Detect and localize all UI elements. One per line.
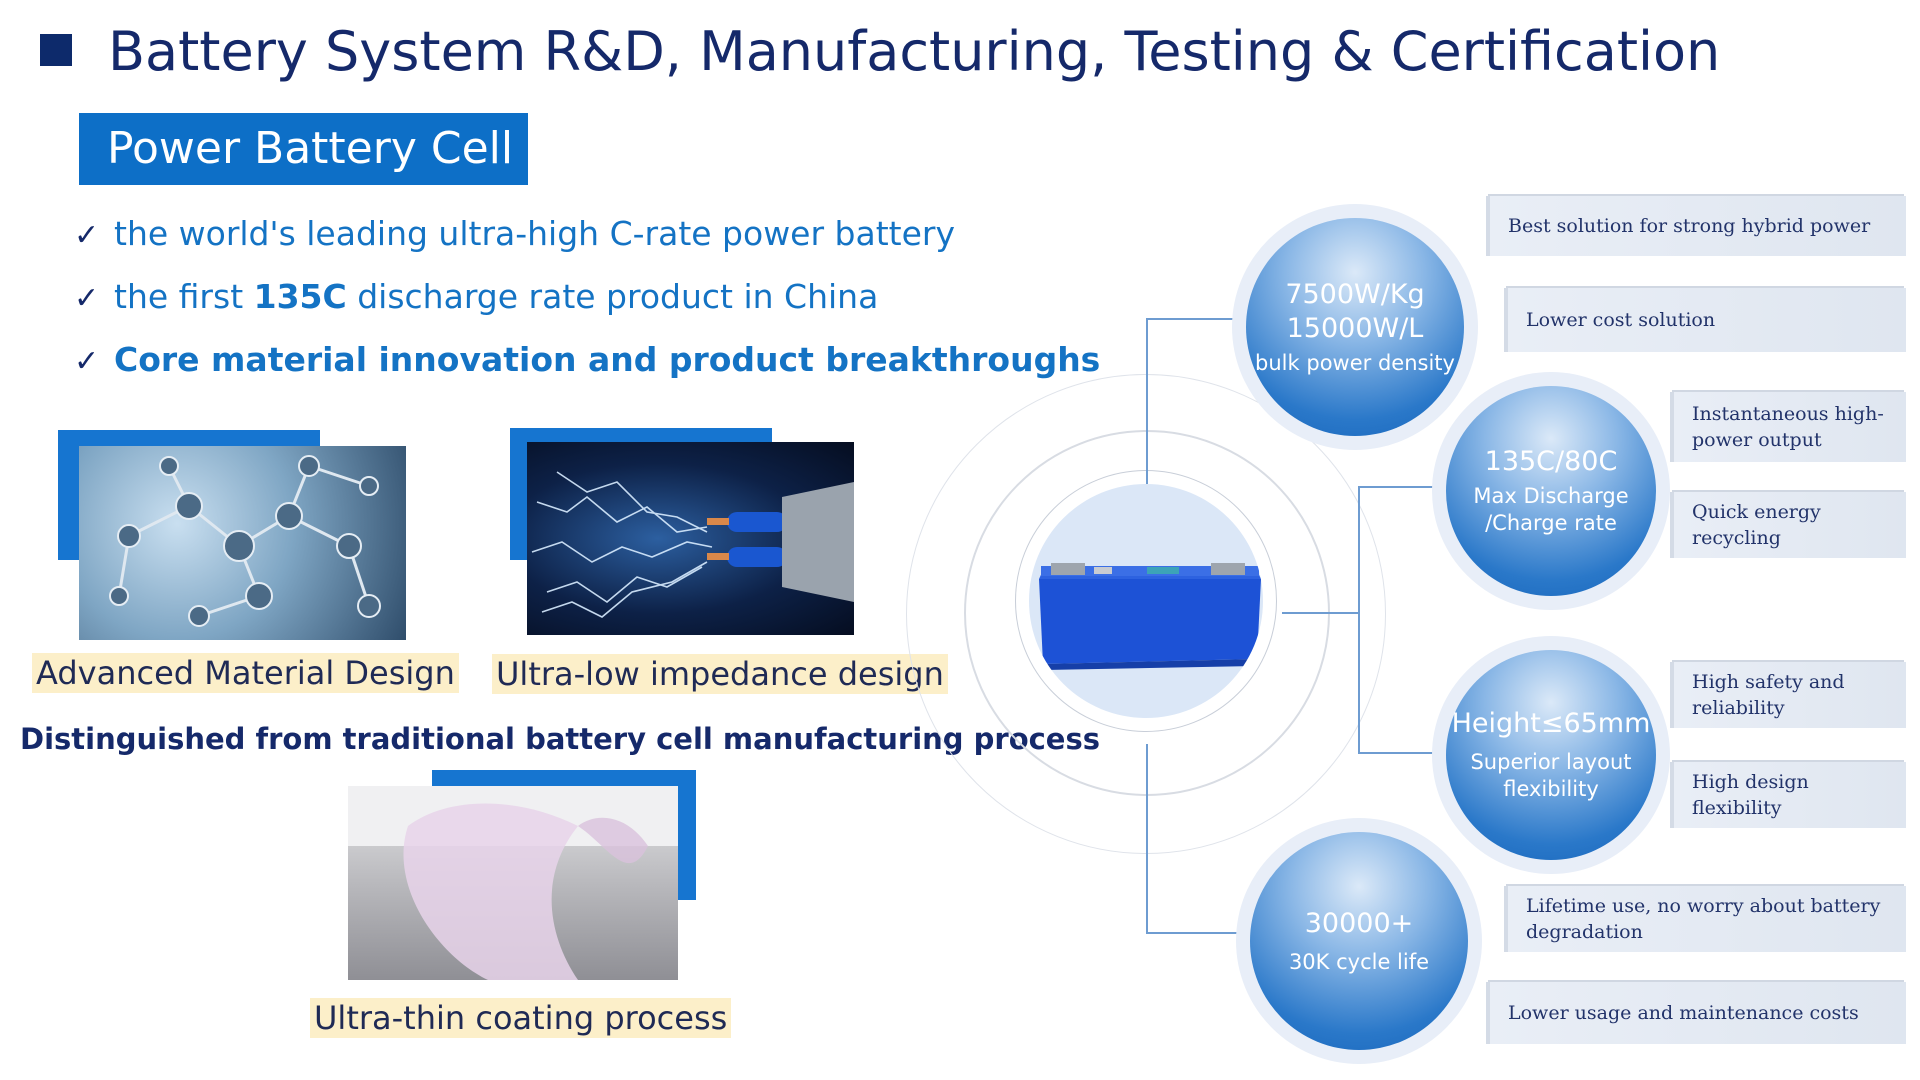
check-icon: ✓ (74, 218, 100, 253)
bullet-first-135c: ✓ the first 135C discharge rate product i… (74, 277, 878, 316)
cable-electricity-image (527, 442, 854, 635)
battery-cell-icon (1039, 563, 1261, 670)
height-value: Height≤65mm (1451, 708, 1651, 739)
bullet-text: the world's leading ultra-high C-rate po… (114, 214, 955, 253)
connector-line (1146, 932, 1246, 934)
ultra-thin-coating-image-card (348, 770, 696, 980)
bubble-power-density-inner: 7500W/Kg 15000W/L bulk power density (1246, 218, 1464, 436)
battery-cell-circle (1029, 484, 1263, 718)
feature-hybrid-power: Best solution for strong hybrid power (1486, 196, 1906, 256)
coating-graphic (348, 786, 678, 980)
feature-lifetime-use: Lifetime use, no worry about battery deg… (1504, 886, 1906, 952)
connector-line (1146, 318, 1242, 320)
advanced-material-image-card (58, 430, 408, 640)
bubble-cycle-life-inner: 30000+ 30K cycle life (1250, 832, 1468, 1050)
bullet-text-post: discharge rate product in China (346, 277, 879, 316)
caption-ultra-thin-coating: Ultra-thin coating process (310, 998, 732, 1038)
check-icon: ✓ (74, 281, 100, 316)
connector-line (1358, 486, 1360, 754)
power-density-weight: 7500W/Kg (1285, 278, 1425, 310)
ultra-low-impedance-image-card (510, 428, 855, 638)
molecule-structure-image (79, 446, 406, 640)
power-density-label: bulk power density (1255, 350, 1455, 375)
discharge-rate-value: 135C/80C (1484, 446, 1618, 477)
bubble-cycle-life: 30000+ 30K cycle life (1236, 818, 1482, 1064)
bullet-text: Core material innovation and product bre… (114, 340, 1101, 379)
connector-line (1358, 486, 1438, 488)
connector-line (1282, 612, 1358, 614)
feature-instantaneous-power: Instantaneous high-power output (1670, 392, 1906, 462)
feature-lower-maintenance: Lower usage and maintenance costs (1486, 982, 1906, 1044)
title-square-marker (40, 34, 72, 66)
feature-safety-reliability: High safety and reliability (1670, 662, 1906, 728)
connector-line (1146, 318, 1148, 484)
distinguished-heading: Distinguished from traditional battery c… (20, 722, 1100, 756)
feature-design-flexibility: High design flexibility (1670, 762, 1906, 828)
cycle-life-label: 30K cycle life (1288, 949, 1430, 974)
bubble-height: Height≤65mm Superior layout flexibility (1432, 636, 1670, 874)
connector-line (1146, 744, 1148, 934)
bullet-text-bold: 135C (253, 277, 347, 316)
bubble-power-density: 7500W/Kg 15000W/L bulk power density (1232, 204, 1478, 450)
feature-energy-recycling: Quick energy recycling (1670, 492, 1906, 558)
bullet-leading-c-rate: ✓ the world's leading ultra-high C-rate p… (74, 214, 955, 253)
discharge-rate-label-2: /Charge rate (1485, 511, 1617, 535)
electricity-graphic (531, 471, 854, 618)
connector-line (1358, 752, 1438, 754)
bubble-discharge-rate: 135C/80C Max Discharge /Charge rate (1432, 372, 1670, 610)
cycle-life-value: 30000+ (1304, 907, 1414, 939)
bullet-text-pre: the first (114, 277, 254, 316)
section-tab-label: Power Battery Cell (107, 123, 514, 174)
caption-ultra-low-impedance: Ultra-low impedance design (492, 654, 948, 694)
bullet-core-material: ✓ Core material innovation and product br… (74, 340, 1100, 379)
caption-advanced-material: Advanced Material Design (32, 653, 459, 693)
power-density-volume: 15000W/L (1286, 312, 1424, 344)
bubble-discharge-rate-inner: 135C/80C Max Discharge /Charge rate (1446, 386, 1656, 596)
molecule-graphic (109, 455, 381, 627)
check-icon: ✓ (74, 344, 100, 379)
feature-lower-cost: Lower cost solution (1504, 288, 1906, 352)
height-label-2: flexibility (1503, 777, 1599, 801)
height-label-1: Superior layout (1470, 750, 1632, 774)
discharge-rate-label-1: Max Discharge (1473, 484, 1629, 508)
coating-film-image (348, 786, 678, 980)
page-title: Battery System R&D, Manufacturing, Testi… (108, 20, 1721, 83)
bubble-height-inner: Height≤65mm Superior layout flexibility (1446, 650, 1656, 860)
section-tab-power-battery-cell: Power Battery Cell (79, 113, 528, 185)
